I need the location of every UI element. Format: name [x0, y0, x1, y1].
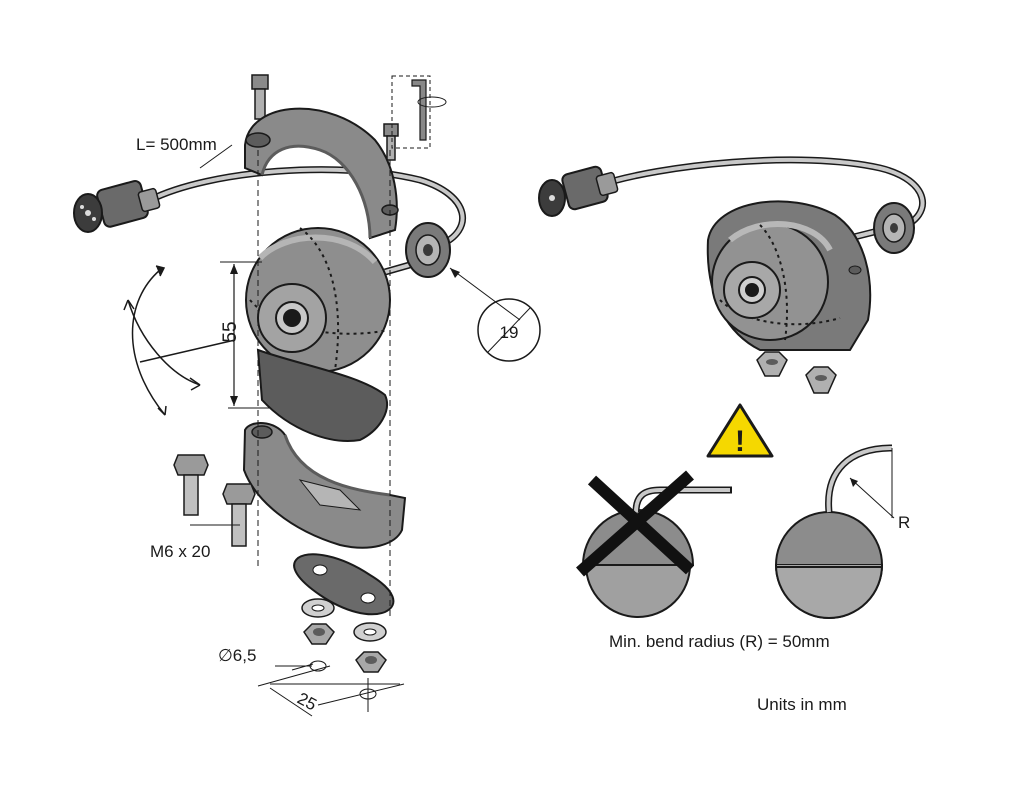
units-label: Units in mm [757, 695, 847, 714]
screw-top-2 [383, 123, 399, 161]
correct-bend-example [774, 444, 895, 619]
cable-length-label: L= 500mm [136, 135, 217, 154]
wrong-bend-example [576, 470, 732, 618]
connector-right [538, 165, 619, 217]
base-plate [293, 553, 395, 616]
hole-diameter-label: ∅6,5 [218, 646, 256, 665]
seal-pad [256, 348, 388, 442]
hex-key-icon [391, 75, 447, 149]
nut-right-1 [756, 351, 788, 377]
bend-radius-label: Min. bend radius (R) = 50mm [609, 632, 830, 651]
sensor-housing [706, 200, 872, 351]
washer-2 [353, 622, 387, 642]
nut-size-callout [449, 267, 541, 362]
hole-spacing-dimension [257, 660, 405, 717]
nut-right-2 [805, 366, 837, 394]
hole-spacing-label: 25 [294, 689, 320, 715]
radius-label: R [898, 513, 910, 532]
screw-top-1 [251, 74, 269, 120]
center-lines [257, 150, 391, 620]
nut-2 [355, 651, 387, 673]
exploded-assembly [73, 74, 541, 717]
bolt-2 [222, 483, 256, 547]
cable-gland-right [873, 202, 915, 254]
sensor-sphere [245, 227, 421, 373]
bolt-1 [173, 454, 209, 516]
nut-1 [303, 623, 335, 645]
washer-1 [301, 598, 335, 618]
height-dimension-label: 55 [220, 321, 241, 342]
cable-gland [405, 222, 451, 278]
warning-mark: ! [735, 425, 745, 458]
bottom-bracket [242, 422, 407, 549]
assembled-sensor [538, 156, 927, 394]
nut-size-label: 19 [500, 323, 519, 342]
bolt-size-label: M6 x 20 [150, 542, 210, 561]
rotation-arrows [123, 265, 236, 416]
connector-left [73, 180, 161, 233]
top-bracket [244, 107, 399, 240]
warning-icon [706, 403, 774, 458]
